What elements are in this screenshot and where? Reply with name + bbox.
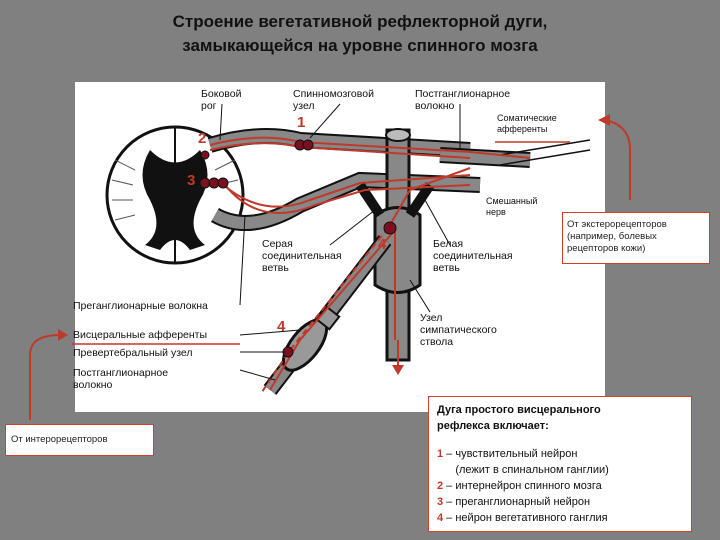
neurons bbox=[199, 139, 397, 358]
label-sympathetic-trunk-ganglion: Узел симпатического ствола bbox=[420, 312, 497, 348]
intero-note-box: От интерорецепторов bbox=[5, 424, 154, 456]
label-white-ramus: Белая соединительная ветвь bbox=[433, 238, 513, 274]
legend-item: 1 – чувствительный нейрон bbox=[437, 448, 578, 460]
neuron-4-label-trunk: 4 bbox=[378, 236, 387, 253]
extero-note-text: От экстерорецепторов (например, болевых … bbox=[567, 219, 667, 254]
legend-item: 4 – нейрон вегетативного ганглия bbox=[437, 512, 608, 524]
label-postganglionic-fiber-bottom: Постганглионарное волокно bbox=[73, 367, 169, 391]
spinal-cord bbox=[105, 125, 245, 265]
page-title: Строение вегетативной рефлекторной дуги,… bbox=[0, 10, 720, 58]
extero-note-box: От экстерорецепторов (например, болевых … bbox=[562, 212, 710, 264]
neuron-4-label-prevertebral: 4 bbox=[277, 318, 286, 335]
legend-item: 3 – преганглионарный нейрон bbox=[437, 496, 591, 508]
neuron-1-label: 1 bbox=[297, 114, 306, 131]
pointer-lines bbox=[219, 103, 461, 381]
neuron-2-label: 2 bbox=[198, 130, 207, 147]
legend-heading: Дуга простого висцерального рефлекса вкл… bbox=[437, 404, 601, 432]
white-ramus bbox=[405, 182, 435, 218]
extero-arrow bbox=[604, 119, 631, 200]
label-lateral-horn: Боковой рог bbox=[201, 88, 242, 112]
intero-note-text: От интерорецепторов bbox=[11, 434, 108, 445]
label-prevertebral-ganglion: Превертебральный узел bbox=[73, 347, 193, 359]
neuron-3-label: 3 bbox=[187, 172, 196, 189]
legend-item: (лежит в спинальном ганглии) bbox=[437, 464, 609, 476]
title-line-2: замыкающейся на уровне спинного мозга bbox=[182, 36, 538, 55]
reflex-legend: Дуга простого висцерального рефлекса вкл… bbox=[428, 396, 692, 532]
title-line-1: Строение вегетативной рефлекторной дуги, bbox=[172, 12, 548, 31]
legend-item: 2 – интернейрон спинного мозга bbox=[437, 480, 602, 492]
intero-arrow bbox=[29, 334, 61, 420]
label-spinal-ganglion: Спинномозговой узел bbox=[293, 88, 374, 112]
label-somatic-afferents: Соматические афференты bbox=[497, 113, 557, 134]
label-preganglionic-fibers: Преганглионарные волокна bbox=[73, 300, 208, 312]
label-gray-ramus: Серая соединительная ветвь bbox=[262, 238, 342, 274]
label-visceral-afferents: Висцеральные афференты bbox=[73, 329, 208, 341]
label-mixed-nerve: Смешанный нерв bbox=[486, 196, 538, 217]
label-postganglionic-fiber-top: Постганглионарное волокно bbox=[415, 88, 511, 112]
